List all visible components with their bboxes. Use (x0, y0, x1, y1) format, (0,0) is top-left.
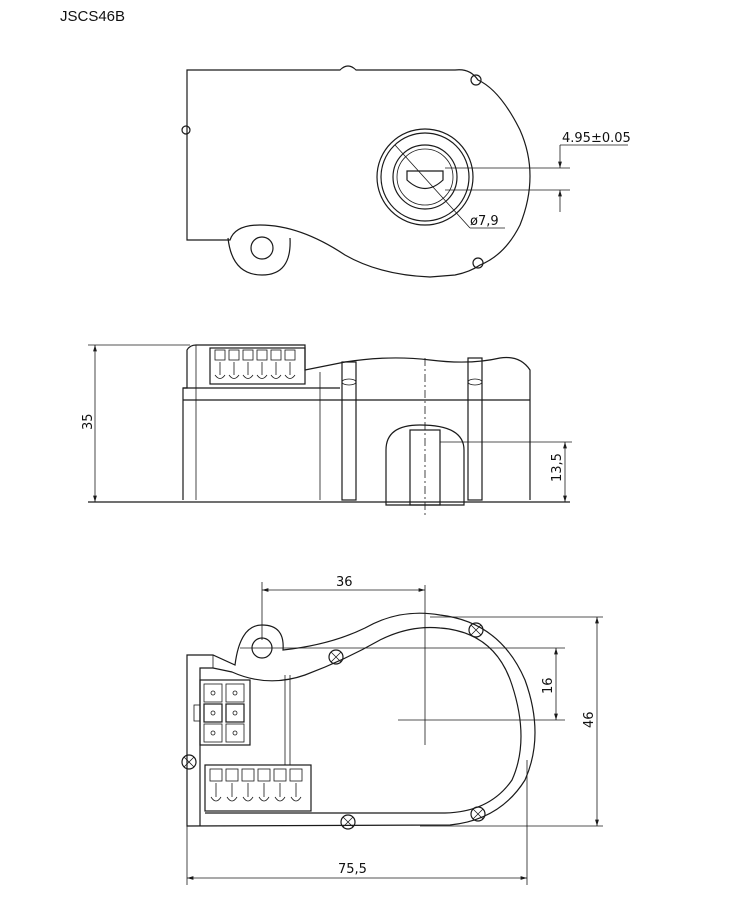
screw-1 (328, 649, 344, 665)
side-post-1 (341, 361, 357, 501)
depth-label: 46 (582, 711, 597, 728)
screw-3 (470, 806, 486, 822)
length-label: 75,5 (338, 862, 367, 877)
shaft-outer-ring (376, 128, 474, 226)
shaft-offset-label: 16 (541, 677, 556, 694)
side-post-2 (467, 357, 483, 501)
top-view-lug-1 (470, 74, 482, 86)
shaft-bore (392, 144, 458, 210)
side-view-body (182, 344, 531, 500)
connector-2x3 (193, 679, 251, 746)
screw-4 (340, 814, 356, 830)
shaft-d-flat (406, 170, 444, 190)
diameter-leader (394, 144, 471, 229)
mount-offset-label: 36 (336, 575, 353, 590)
top-view-notch (181, 125, 191, 135)
model-label: JSCS46B (60, 8, 126, 25)
top-view: ø7,9 4.95±0.05 (181, 65, 631, 278)
side-view: 35 13,5 (81, 344, 572, 518)
bore-diameter-label: ø7,9 (470, 214, 499, 229)
height-label: 35 (81, 413, 96, 430)
bore-depth-label: 13,5 (550, 453, 565, 482)
side-view-connector (209, 347, 306, 385)
bottom-view: 36 16 46 75,5 (181, 575, 603, 885)
shaft-bore-inner (396, 148, 454, 206)
shaft-outer-ring-inner (380, 132, 470, 222)
bottom-view-outline (186, 612, 536, 827)
connector-6pin (204, 764, 312, 812)
bottom-view-inner (199, 626, 522, 826)
side-boss-section (385, 424, 465, 506)
screw-5 (181, 754, 197, 770)
top-view-ear (227, 237, 291, 276)
top-view-mount-hole (250, 236, 274, 260)
top-view-lug-2 (472, 257, 484, 269)
screw-2 (468, 622, 484, 638)
top-view-outline (186, 65, 531, 278)
shaft-flat-label: 4.95±0.05 (562, 131, 631, 146)
